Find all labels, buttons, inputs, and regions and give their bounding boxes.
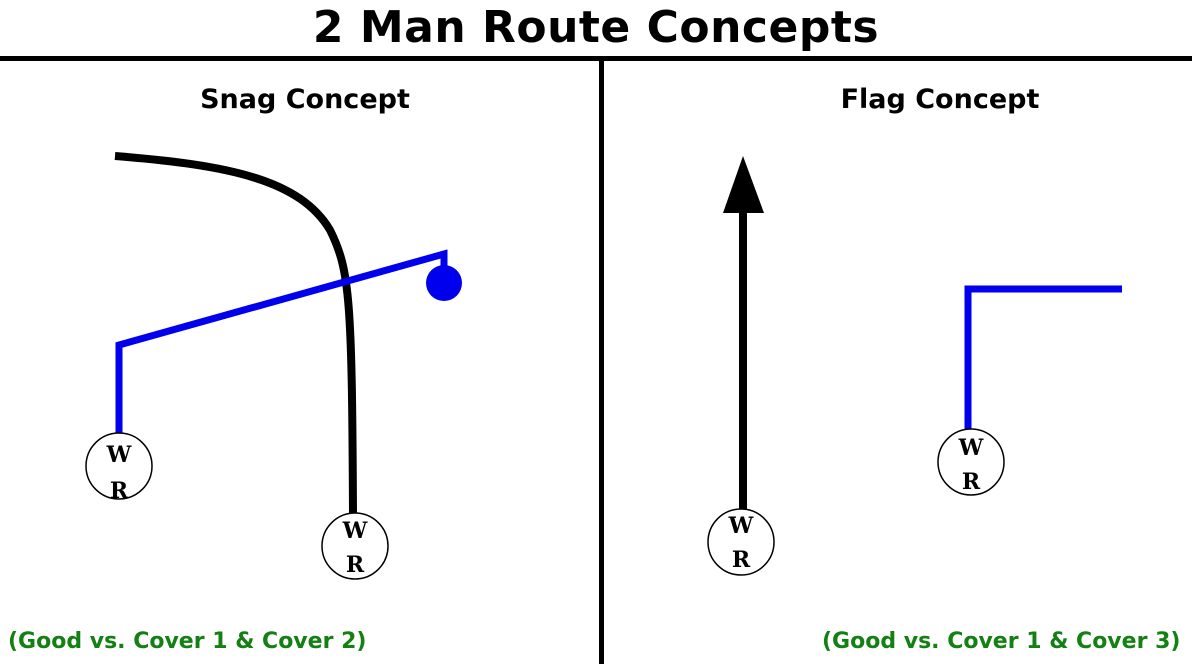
snag-concept-title: Snag Concept xyxy=(200,84,410,115)
receiver-circle xyxy=(85,432,153,500)
snag-receiver-1: W R xyxy=(85,432,153,504)
flag-receiver-1: W R xyxy=(707,508,775,576)
flag-coverage-note: (Good vs. Cover 1 & Cover 3) xyxy=(822,629,1181,654)
receiver-circle xyxy=(707,508,775,576)
receiver-label-top: W xyxy=(728,513,754,539)
snag-black-route xyxy=(114,152,357,516)
receiver-label-top: W xyxy=(342,518,368,544)
snag-coverage-note: (Good vs. Cover 1 & Cover 2) xyxy=(8,629,367,654)
receiver-label-bottom: R xyxy=(962,469,981,495)
snag-blue-route xyxy=(115,249,448,446)
panel-divider xyxy=(599,58,604,664)
receiver-label-bottom: R xyxy=(732,547,751,573)
title-divider xyxy=(0,56,1192,61)
snag-receiver-2: W R xyxy=(321,512,389,580)
page-title: 2 Man Route Concepts xyxy=(312,2,880,53)
receiver-label-bottom: R xyxy=(110,478,129,504)
receiver-label-top: W xyxy=(958,435,984,461)
ball-icon xyxy=(426,265,462,301)
flag-blue-route xyxy=(964,285,1122,435)
arrow-head-icon xyxy=(723,156,764,213)
receiver-label-top: W xyxy=(106,442,132,468)
flag-receiver-2: W R xyxy=(937,428,1005,496)
receiver-circle xyxy=(321,512,389,580)
receiver-circle xyxy=(937,428,1005,496)
receiver-label-bottom: R xyxy=(346,552,365,578)
flag-concept-title: Flag Concept xyxy=(840,84,1040,115)
